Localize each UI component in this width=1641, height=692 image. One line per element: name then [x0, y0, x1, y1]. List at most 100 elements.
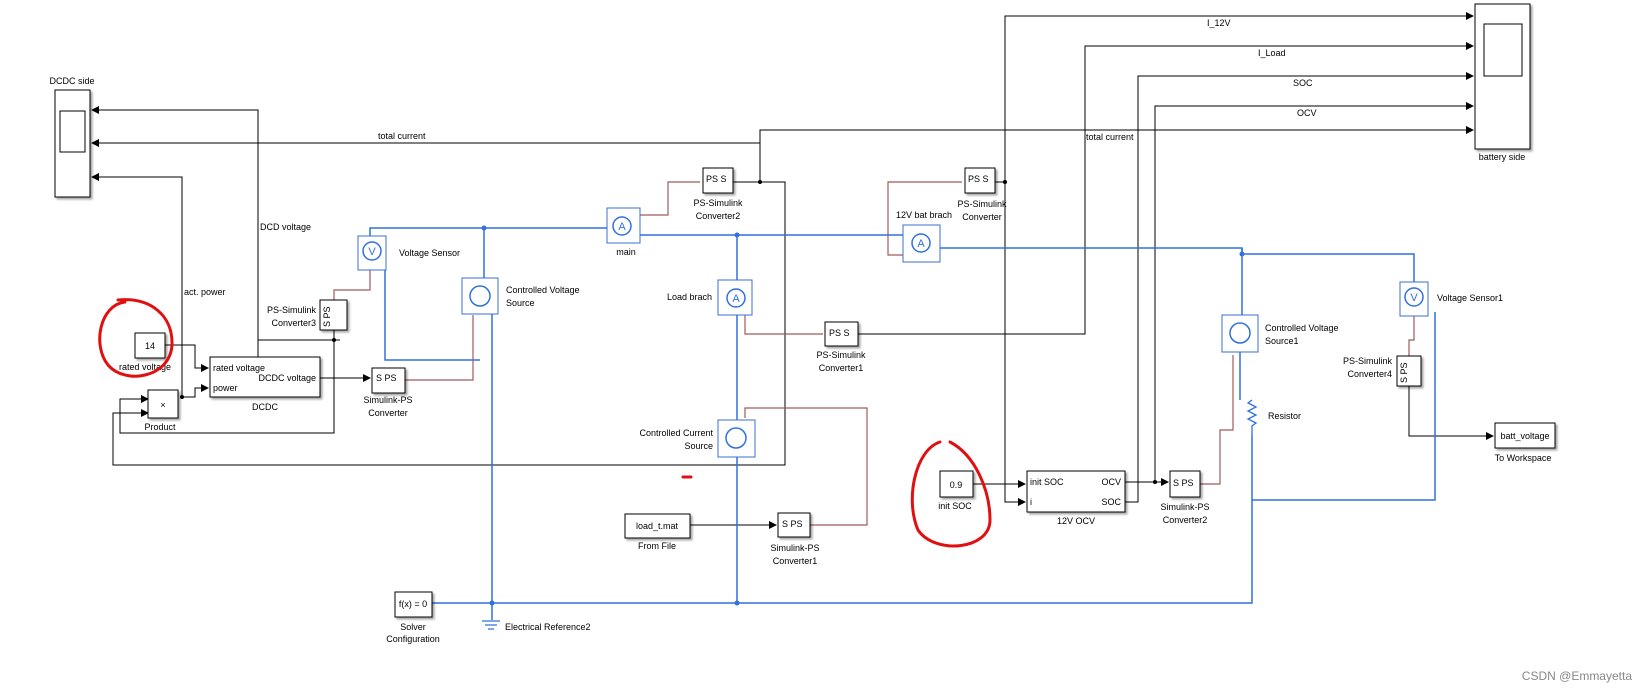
block-label: Source1 [1265, 336, 1299, 346]
signal-label-act-power: act. power [184, 287, 226, 297]
block-label: Converter [368, 408, 408, 418]
block-label: main [616, 247, 636, 257]
converter-text: S PS [1173, 478, 1194, 488]
simulink-ps-converter2[interactable]: S PS Simulink-PS Converter2 [1160, 470, 1210, 525]
block-label: Voltage Sensor [399, 248, 460, 258]
block-label: battery side [1479, 152, 1526, 162]
block-label: Source [506, 298, 535, 308]
to-workspace-block[interactable]: batt_voltage To Workspace [1494, 422, 1556, 463]
rated-voltage-constant[interactable]: 14 rated voltage [119, 332, 171, 372]
ps-simulink-converter4[interactable]: S PS PS-Simulink Converter4 [1343, 355, 1422, 387]
port-label: SOC [1101, 497, 1121, 507]
resistor[interactable]: Resistor [1246, 399, 1301, 435]
simulink-ps-converter1[interactable]: S PS Simulink-PS Converter1 [770, 512, 820, 566]
block-label: PS-Simulink [1343, 356, 1393, 366]
block-label: Simulink-PS [363, 395, 412, 405]
block-label: PS-Simulink [693, 198, 743, 208]
block-label: DCDC side [49, 76, 94, 86]
ps-simulink-converter2[interactable]: PS S PS-Simulink Converter2 [693, 167, 743, 221]
block-label: Converter2 [696, 211, 741, 221]
converter-text: PS S [706, 174, 727, 184]
block-label: Controlled Current [639, 428, 713, 438]
block-label: Converter1 [819, 363, 864, 373]
signal-label-total-current-2: total current [1086, 132, 1134, 142]
converter-text: PS S [829, 328, 850, 338]
block-label: PS-Simulink [816, 350, 866, 360]
block-label: 12V OCV [1057, 516, 1095, 526]
block-label: Voltage Sensor1 [1437, 293, 1503, 303]
signal-label-total-current: total current [378, 131, 426, 141]
block-label: PS-Simulink [957, 199, 1007, 209]
signal-label-i12v: I_12V [1207, 18, 1231, 28]
converter-text: S PS [322, 306, 332, 327]
resistor-icon [1246, 399, 1258, 435]
multiply-icon: × [160, 400, 165, 410]
product-block[interactable]: × Product [144, 389, 179, 432]
ps-simulink-converter1[interactable]: PS S PS-Simulink Converter1 [816, 321, 866, 373]
electrical-reference[interactable]: Electrical Reference2 [482, 620, 591, 632]
block-label: Solver [400, 622, 426, 632]
block-label: init SOC [938, 501, 972, 511]
ammeter-icon: A [732, 293, 740, 305]
signal-label-soc: SOC [1293, 78, 1313, 88]
block-label: Controlled Voltage [1265, 323, 1339, 333]
ammeter-icon: A [917, 238, 925, 250]
ps-simulink-converter[interactable]: PS S PS-Simulink Converter [957, 167, 1007, 222]
block-label: 12V bat brach [896, 210, 952, 220]
physical-lines [369, 225, 1436, 620]
block-label: Converter [962, 212, 1002, 222]
block-label: From File [638, 541, 676, 551]
voltmeter-icon: V [1410, 292, 1418, 304]
block-label: Electrical Reference2 [505, 622, 591, 632]
port-label: init SOC [1030, 477, 1064, 487]
simulink-ps-converter[interactable]: S PS Simulink-PS Converter [363, 367, 413, 418]
block-label: PS-Simulink [267, 305, 317, 315]
load-brach-current-sensor[interactable]: A Load brach [667, 279, 753, 316]
ammeter-icon: A [618, 221, 626, 233]
controlled-voltage-source1[interactable]: Controlled Voltage Source1 [1221, 314, 1339, 353]
dcdc-subsystem[interactable]: rated voltage power DCDC voltage DCDC [209, 356, 321, 412]
ocv-subsystem[interactable]: init SOC i OCV SOC 12V OCV [1026, 470, 1126, 526]
signal-label-iload: I_Load [1258, 48, 1286, 58]
from-file-block[interactable]: load_t.mat From File [624, 513, 691, 551]
block-label: Product [144, 422, 176, 432]
ps-simulink-converter3[interactable]: S PS PS-Simulink Converter3 [267, 299, 348, 331]
voltmeter-icon: V [368, 246, 376, 258]
block-label: Controlled Voltage [506, 285, 580, 295]
battery-side-scope[interactable]: battery side [1474, 3, 1531, 162]
block-label: rated voltage [119, 362, 171, 372]
ps-lines [333, 181, 1415, 526]
port-label: rated voltage [213, 363, 265, 373]
main-current-sensor[interactable]: A main [606, 207, 641, 257]
block-label: Converter4 [1347, 369, 1392, 379]
bat-brach-current-sensor[interactable]: A 12V bat brach [896, 210, 952, 263]
block-label: Source [684, 441, 713, 451]
red-annotations [98, 298, 992, 548]
block-label: DCDC [252, 402, 278, 412]
port-label: i [1030, 497, 1032, 507]
block-label: Resistor [1268, 411, 1301, 421]
block-label: Converter2 [1163, 515, 1208, 525]
converter-text: PS S [968, 174, 989, 184]
controlled-voltage-source[interactable]: Controlled Voltage Source [461, 277, 580, 315]
solver-configuration[interactable]: f(x) = 0 Solver Configuration [386, 591, 440, 644]
port-label: power [213, 383, 238, 393]
port-label: DCDC voltage [258, 373, 316, 383]
block-label: Configuration [386, 634, 440, 644]
watermark: CSDN @Emmayetta [1522, 669, 1633, 683]
signal-label-ocv: OCV [1297, 108, 1317, 118]
constant-value: 14 [145, 341, 155, 351]
converter-text: S PS [376, 373, 397, 383]
voltage-sensor[interactable]: V Voltage Sensor [357, 235, 460, 271]
block-label: To Workspace [1495, 453, 1552, 463]
controlled-current-source[interactable]: Controlled Current Source [639, 419, 756, 458]
voltage-sensor1[interactable]: V Voltage Sensor1 [1399, 281, 1503, 317]
init-soc-constant[interactable]: 0.9 init SOC [938, 470, 974, 511]
dcdc-side-scope[interactable]: DCDC side [49, 76, 95, 198]
signal-label-dcd-voltage: DCD voltage [260, 222, 311, 232]
file-name: load_t.mat [636, 521, 679, 531]
block-label: Load brach [667, 292, 712, 302]
converter-text: S PS [1399, 362, 1409, 383]
block-label: Converter1 [773, 556, 818, 566]
